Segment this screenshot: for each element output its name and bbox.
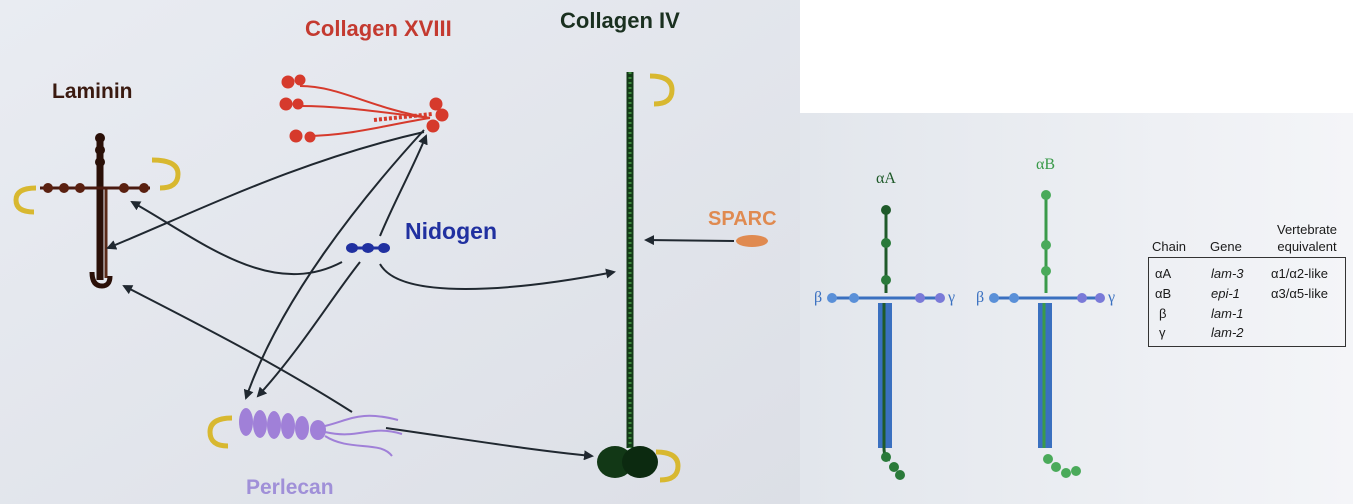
- gene-cell: lam-2: [1211, 325, 1244, 340]
- collagen-iv-label: Collagen IV: [560, 8, 680, 33]
- laminin-label: Laminin: [52, 80, 133, 103]
- arrow-sparc-to-collagen-iv: [644, 235, 735, 246]
- equivalent-cell: α3/α5-like: [1271, 286, 1328, 301]
- header-gene: Gene: [1210, 239, 1242, 254]
- right-panel-background: [800, 113, 1353, 504]
- left-panel-background: [0, 0, 800, 504]
- arrow-perlecan-to-laminin: [122, 285, 353, 413]
- collagen-xviii-label: Collagen XVIII: [305, 16, 452, 41]
- perlecan-curl-icon: [207, 415, 233, 449]
- basement-membrane-interaction-diagram: Collagen XVIII Collagen IV Laminin Nidog…: [0, 0, 800, 504]
- perlecan-label: Perlecan: [246, 476, 334, 499]
- collagen-xviii-structure: [279, 74, 449, 143]
- laminin-alpha-b-structure: [989, 190, 1105, 478]
- arrow-nidogen-to-collagen-iv: [379, 263, 616, 290]
- collagen-iv-structure: [597, 72, 658, 478]
- beta-label-right: β: [976, 289, 985, 306]
- laminin-chain-canvas: [800, 113, 1353, 504]
- gamma-label-right: γ: [1108, 289, 1116, 306]
- interaction-arrows: [106, 129, 735, 461]
- chain-cell: γ: [1159, 325, 1166, 340]
- gene-cell: epi-1: [1211, 286, 1240, 301]
- arrow-perlecan-to-collagen-iv: [385, 427, 594, 461]
- alpha-a-label: αA: [876, 170, 896, 187]
- collagen-iv-bottom-curl-icon: [655, 449, 681, 483]
- gamma-label-left: γ: [948, 289, 956, 306]
- beta-label-left: β: [814, 289, 823, 306]
- nidogen-structure: [346, 243, 390, 253]
- laminin-chain-diagram: αA αB β γ β γ: [800, 113, 1353, 504]
- arrow-collagen-xviii-to-laminin: [106, 131, 425, 250]
- alpha-b-label: αB: [1036, 156, 1056, 173]
- gene-cell: lam-1: [1211, 306, 1244, 321]
- header-vertebrate-equivalent: Vertebrate equivalent: [1277, 222, 1337, 254]
- arrow-nidogen-to-collagen-xviii: [379, 134, 428, 237]
- laminin-alpha-a-structure: [827, 205, 945, 480]
- sparc-structure: [736, 235, 768, 247]
- chain-cell: αA: [1155, 266, 1172, 281]
- collagen-iv-top-curl-icon: [649, 73, 675, 107]
- nidogen-label: Nidogen: [405, 218, 497, 244]
- gene-cell: lam-3: [1211, 266, 1244, 281]
- equivalent-cell: α1/α2-like: [1271, 266, 1328, 281]
- perlecan-structure: [239, 408, 403, 457]
- laminin-left-curl-icon: [13, 185, 37, 215]
- arrow-nidogen-to-perlecan: [256, 261, 361, 398]
- laminin-right-curl-icon: [151, 157, 181, 191]
- chain-cell: β: [1159, 306, 1167, 321]
- laminin-structure: [40, 133, 150, 289]
- arrow-nidogen-to-laminin: [130, 201, 343, 275]
- interaction-diagram-canvas: [0, 0, 800, 504]
- header-chain: Chain: [1152, 239, 1186, 254]
- sparc-label: SPARC: [708, 208, 777, 230]
- table-body: αA lam-3 α1/α2-like αB epi-1 α3/α5-like …: [1148, 257, 1346, 347]
- chain-cell: αB: [1155, 286, 1172, 301]
